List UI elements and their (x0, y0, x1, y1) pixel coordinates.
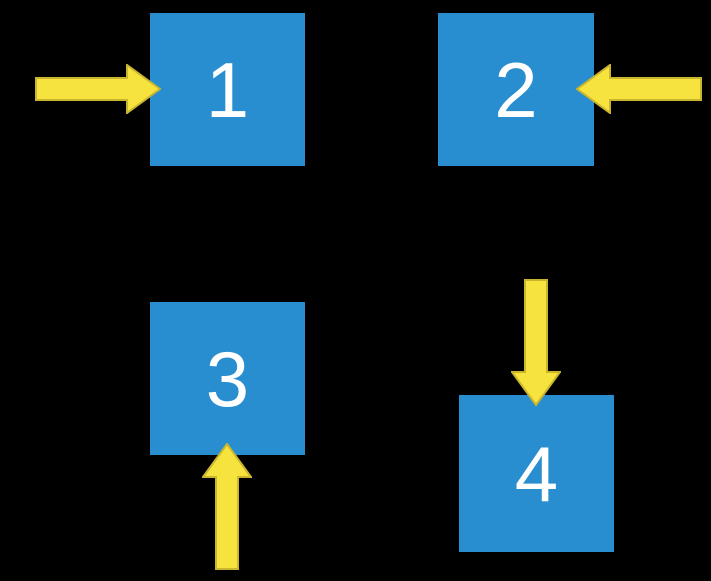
numbered-box-1: 1 (150, 13, 305, 166)
numbered-box-3: 3 (150, 302, 305, 455)
box-number-label: 2 (494, 45, 538, 134)
box-number-label: 4 (514, 429, 559, 518)
arrow-down-icon (511, 279, 561, 406)
box-number-label: 3 (205, 334, 250, 423)
numbered-box-2: 2 (438, 13, 594, 166)
box-number-label: 1 (205, 45, 250, 134)
arrow-right-icon (35, 64, 161, 114)
arrow-left-icon (576, 64, 702, 114)
arrow-up-icon (202, 443, 252, 570)
numbered-box-4: 4 (459, 395, 614, 552)
